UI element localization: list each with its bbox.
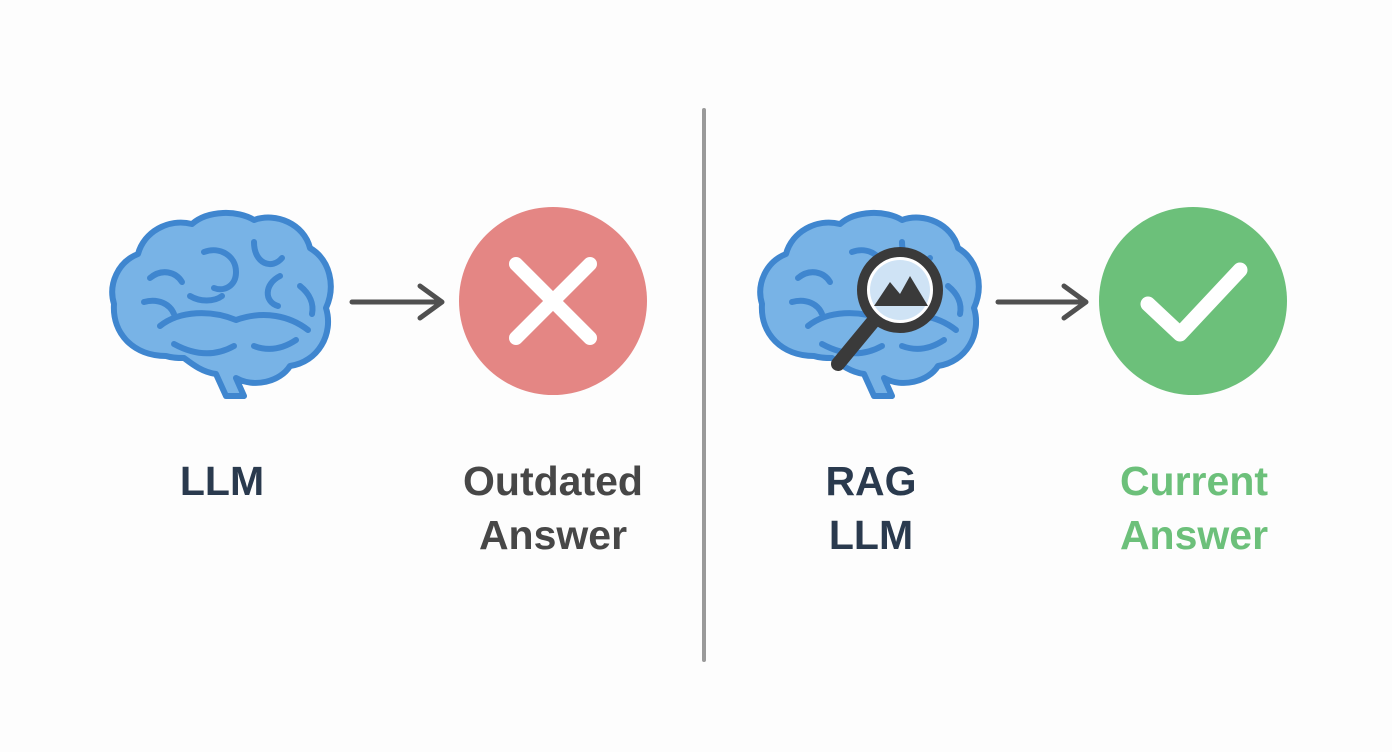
arrow-right-icon (995, 283, 1089, 321)
outdated-answer-label: Outdated Answer (424, 454, 682, 562)
current-answer-label: Current Answer (1064, 454, 1324, 562)
llm-label-text: LLM (179, 458, 265, 504)
x-mark-icon (459, 207, 647, 395)
current-label-line2: Answer (1119, 512, 1269, 558)
magnifier-icon (831, 247, 943, 371)
current-label-line1: Current (1119, 458, 1269, 504)
outdated-label-line1: Outdated (463, 458, 643, 504)
vertical-divider (702, 108, 706, 662)
brain-icon (109, 209, 334, 399)
brain-with-magnifier-icon (757, 209, 982, 399)
llm-label: LLM (140, 454, 304, 508)
rag-label-line2: LLM (828, 512, 914, 558)
rag-label-line1: RAG (825, 458, 917, 504)
arrow-right-icon (349, 283, 445, 321)
checkmark-icon (1099, 207, 1287, 395)
outdated-label-line2: Answer (478, 512, 628, 558)
rag-llm-label: RAG LLM (786, 454, 956, 562)
